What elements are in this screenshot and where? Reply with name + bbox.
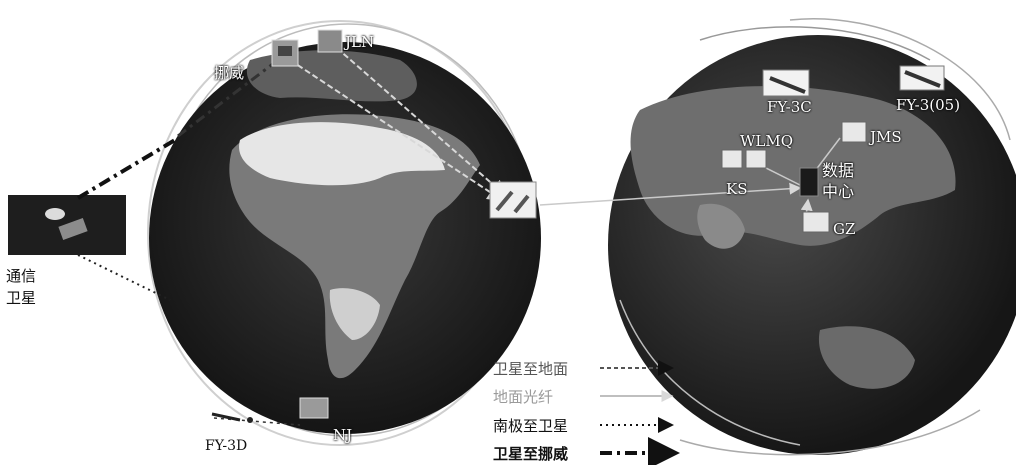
ks-label: KS [726, 180, 747, 198]
legend-item-antarctic-sat: 南极至卫星 [493, 415, 568, 435]
relay-station-icon [490, 182, 536, 218]
data-center-label: 数据 中心 [822, 160, 854, 202]
jms-label: JMS [870, 128, 902, 146]
data-center-line2: 中心 [822, 181, 854, 202]
legend-label-sat-ground: 卫星至地面 [493, 358, 568, 379]
nj-station-icon [300, 398, 328, 418]
norway-station-icon [272, 40, 298, 66]
fy305-label: FY-3(05) [896, 96, 960, 114]
gz-label: GZ [833, 220, 855, 238]
left-globe [148, 21, 541, 445]
data-center-line1: 数据 [822, 160, 854, 181]
legend-label-fiber: 地面光纤 [493, 386, 553, 407]
fy3d-label: FY-3D [205, 438, 247, 454]
wlmq-label: WLMQ [740, 132, 793, 150]
legend-label-sat-norway: 卫星至挪威 [493, 443, 568, 464]
legend-label-antarctic-sat: 南极至卫星 [493, 415, 568, 436]
comm-satellite-label: 通信 卫星 [6, 265, 36, 309]
fy3c-label: FY-3C [767, 98, 812, 116]
jms-station-icon [842, 122, 866, 142]
right-globe [608, 19, 1016, 455]
satellite-dish-icon [45, 208, 65, 220]
gz-station-icon [803, 212, 829, 232]
legend-item-fiber: 地面光纤 [493, 386, 553, 406]
legend-item-sat-norway: 卫星至挪威 [493, 443, 568, 463]
jln-label: JLN [345, 33, 374, 51]
comm-sat-line2: 卫星 [6, 287, 36, 309]
legend-item-sat-ground: 卫星至地面 [493, 358, 568, 378]
comm-sat-line1: 通信 [6, 265, 36, 287]
data-center-icon [800, 168, 818, 196]
fy305-satellite-icon [900, 66, 944, 90]
nj-label: NJ [333, 426, 352, 444]
jln-station-icon [318, 30, 342, 52]
comm-satellite-panel [8, 195, 126, 255]
fy3c-satellite-icon [763, 70, 809, 96]
norway-label: 挪威 [214, 62, 244, 83]
